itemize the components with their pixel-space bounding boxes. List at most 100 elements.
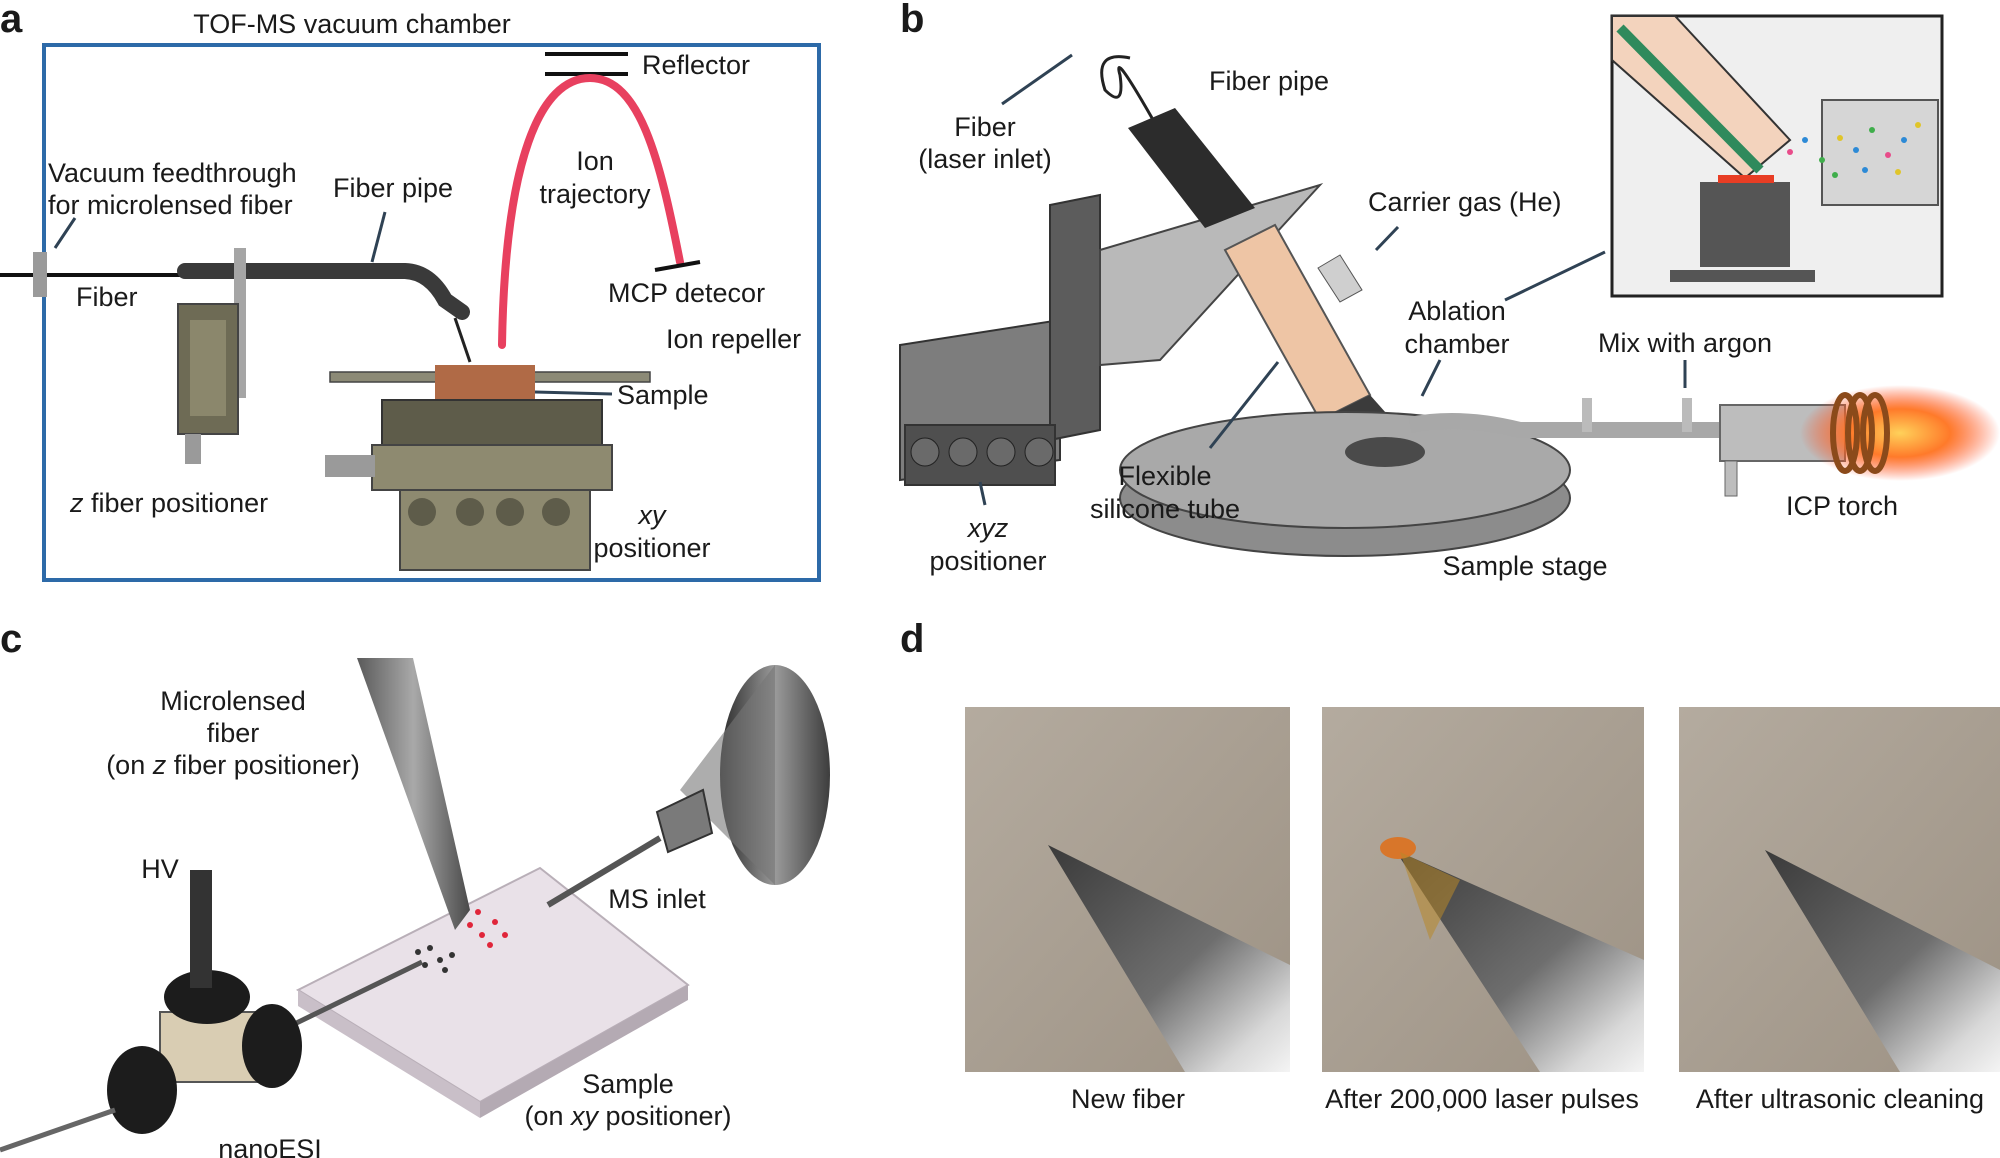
icp-load-coil: [1830, 392, 1890, 474]
argon-port-a: [1582, 398, 1592, 432]
carrier-gas-arrow: [1374, 225, 1400, 252]
carrier-gas-label: Carrier gas (He): [1368, 187, 1562, 217]
sample-plate-side-left: [298, 990, 480, 1118]
fiber-pipe-label: Fiber pipe: [333, 173, 453, 203]
ion-trajectory-label-2: trajectory: [539, 179, 651, 209]
sample-label-c-2: (on xy positioner): [524, 1101, 731, 1131]
xy-positioner-label-2: positioner: [593, 533, 710, 563]
inset-fiber: [1616, 24, 1764, 174]
inset-sample: [1718, 175, 1774, 183]
reflector-label: Reflector: [642, 50, 750, 80]
xy-knob-1: [408, 498, 436, 526]
sample-label-c-1: Sample: [582, 1069, 674, 1099]
ablation-chamber-base: [1345, 437, 1425, 467]
panel-a: a TOF-MS vacuum chamber Reflector Ion tr…: [0, 0, 821, 582]
xyz-positioner-arrow: [978, 481, 987, 506]
fiber-label-b-1: Fiber: [954, 112, 1016, 142]
panel-label-c: c: [0, 617, 22, 661]
fiber-surface-debris: [1400, 852, 1460, 940]
xy-knob-3: [496, 498, 524, 526]
panel-d: d New fiber After 200,000 laser pulses A…: [900, 617, 2000, 1114]
photo-new-fiber: [965, 707, 1290, 1072]
fiber-tip: [453, 317, 472, 363]
inset-aerosol-particles: [1787, 122, 1921, 178]
z-positioner-label: z fiber positioner: [69, 488, 268, 518]
ms-inlet-capillary: [546, 835, 662, 908]
nanoesi-label: nanoESI: [218, 1134, 322, 1158]
xyz-knob-1: [910, 437, 940, 467]
ion-trajectory-curve: [498, 73, 684, 349]
xyz-knob-4: [1024, 437, 1054, 467]
xy-knob-4: [542, 498, 570, 526]
microlensed-fiber-rod: [357, 658, 470, 930]
fiber-cone-cleaned: [1765, 850, 2000, 1072]
chamber-title: TOF-MS vacuum chamber: [193, 9, 511, 39]
panel-b: b: [899, 0, 2000, 581]
ion-trajectory-label-1: Ion: [576, 146, 614, 176]
xyz-positioner-label-1: xyz: [966, 513, 1009, 543]
panel-c: c Microlensed fiber (on z: [0, 617, 830, 1158]
inset-pointer-arrow: [1504, 250, 1606, 302]
ablation-plume: [415, 909, 508, 973]
mcp-detector-label: MCP detecor: [608, 278, 765, 308]
photo-after-pulses: [1322, 707, 1644, 1072]
microlensed-fiber-label-2: fiber: [207, 718, 260, 748]
fiber-tip-deposit: [1380, 837, 1416, 859]
nanoesi-capillary: [0, 1107, 116, 1153]
ion-repeller-label: Ion repeller: [666, 324, 801, 354]
sample-stage-top: [1119, 411, 1571, 529]
ms-inlet-nut: [655, 788, 714, 854]
inset-sample-pedestal: [1700, 182, 1790, 267]
hv-electrode: [190, 870, 212, 988]
fiber-label-b-2: (laser inlet): [918, 144, 1052, 174]
nanoesi-top-nut: [164, 970, 250, 1024]
fiber-pipe-label-b: Fiber pipe: [1209, 66, 1329, 96]
inset-fiber-housing: [1611, 15, 1792, 180]
carrier-gas-inlet: [1317, 254, 1363, 303]
vacuum-feedthrough-arrow: [53, 217, 77, 249]
mix-argon-label: Mix with argon: [1598, 328, 1772, 358]
flexible-tube-label-2: silicone tube: [1090, 494, 1240, 524]
nanoesi-left-nut: [107, 1046, 177, 1134]
xy-stage-top: [381, 399, 603, 446]
argon-port-b: [1682, 398, 1692, 432]
panel-label-a: a: [0, 0, 23, 41]
nanoesi-right-nut: [242, 1004, 302, 1088]
ablation-chamber-label-1: Ablation: [1408, 296, 1506, 326]
sample-arrow-a: [534, 390, 613, 396]
fiber-arrow-b: [1001, 53, 1073, 106]
xyz-positioner-column: [1049, 193, 1101, 442]
fiber-cone-used: [1395, 850, 1644, 1072]
vacuum-feedthrough-label-1: Vacuum feedthrough: [48, 158, 297, 188]
xy-knob-2: [456, 498, 484, 526]
inset-outlet: [1821, 99, 1939, 206]
fiber-pipe-b: [1128, 108, 1255, 228]
microlensed-fiber-label-3: (on z fiber positioner): [106, 750, 360, 780]
ms-inlet-cone-body: [680, 665, 775, 885]
fiber-coil: [1100, 55, 1154, 119]
hv-label: HV: [141, 854, 179, 884]
icp-torch-gas-port: [1724, 460, 1738, 497]
icp-torch-label: ICP torch: [1786, 491, 1898, 521]
panel-label-d: d: [900, 617, 924, 661]
xy-positioner-label-1: xy: [637, 500, 668, 530]
transfer-line: [1408, 413, 1720, 438]
sample-label-a: Sample: [617, 380, 709, 410]
vacuum-feedthrough-label-2: for microlensed fiber: [48, 190, 293, 220]
z-positioner-face: [190, 320, 226, 416]
inset-base: [1670, 270, 1815, 282]
sample-plate-side-right: [480, 985, 688, 1118]
fiber-pipe: [177, 263, 470, 320]
vacuum-feedthrough-block: [33, 252, 47, 297]
xy-stage-middle: [371, 444, 613, 491]
vacuum-chamber-border: [42, 43, 821, 582]
xyz-positioner-label-2: positioner: [929, 546, 1046, 576]
ablation-chamber-arrow: [1420, 359, 1442, 397]
mcp-detector-plate: [654, 260, 701, 272]
xy-stage-rod: [325, 455, 375, 477]
flexible-silicone-tube: [1223, 223, 1372, 422]
caption-new-fiber: New fiber: [1071, 1084, 1185, 1114]
sample-block: [435, 365, 535, 400]
caption-after-cleaning: After ultrasonic cleaning: [1696, 1084, 1984, 1114]
